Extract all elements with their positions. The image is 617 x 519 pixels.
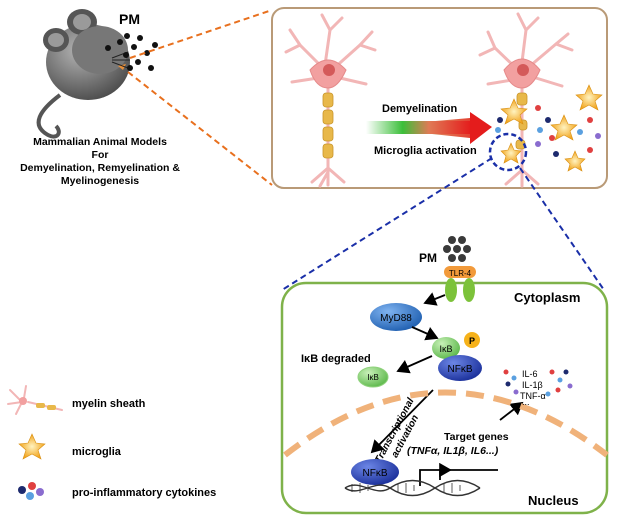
caption-line-4: Myelinogenesis xyxy=(61,175,139,187)
panel-microglia xyxy=(500,84,603,172)
pm-particles-mouse xyxy=(117,33,158,71)
nucleus-envelope xyxy=(283,389,609,458)
degraded-ikb-protein xyxy=(357,366,389,388)
phospho-label: P xyxy=(469,336,475,346)
demyelination-label: Demyelination xyxy=(382,103,457,115)
caption-line-1: Mammalian Animal Models xyxy=(33,136,167,148)
cell-pm-label: PM xyxy=(419,251,437,265)
nucleus-label: Nucleus xyxy=(528,493,579,508)
cytoplasm-label: Cytoplasm xyxy=(514,290,580,305)
legend-cytokines-icon xyxy=(18,482,44,500)
healthy-neuron xyxy=(284,13,377,188)
tlr4-receptor xyxy=(444,266,476,302)
cytokine-labels: IL-6 IL-1β TNF-α ... xyxy=(520,369,546,407)
target-genes-list: (TNFα, IL1β, IL6...) xyxy=(407,445,499,457)
mouse-pm-label: PM xyxy=(119,11,140,27)
dna-helix xyxy=(344,479,481,497)
microglia-activation-label: Microglia activation xyxy=(374,145,477,157)
pm-particles-cell xyxy=(443,236,471,262)
demyelination-arrow xyxy=(366,112,492,144)
nfkb-label: NFκB xyxy=(448,364,473,375)
ikb-degraded-label: IκB degraded xyxy=(301,353,371,365)
panel-cytokines xyxy=(495,105,601,157)
cytokine-dots xyxy=(503,369,573,397)
caption-line-3: Demyelination, Remyelination & xyxy=(20,162,180,174)
zoom-lines-mouse xyxy=(127,9,273,186)
damaged-neuron xyxy=(478,12,574,188)
nfkb-nucleus-label: NFκB xyxy=(363,468,388,479)
model-caption: Mammalian Animal Models For Demyelinatio… xyxy=(20,136,180,187)
legend-myelin-sheath-label: myelin sheath xyxy=(72,398,146,410)
degraded-ikb-label: IκB xyxy=(367,373,379,382)
target-genes-label: Target genes xyxy=(444,431,509,443)
zoom-lines-cell xyxy=(281,157,605,291)
myd88-label: MyD88 xyxy=(380,313,412,324)
nfkb-nucleus-protein xyxy=(351,459,399,485)
cytokine-il1b: IL-1β xyxy=(522,380,543,390)
zoom-circle xyxy=(488,132,528,172)
ikb-nfkb-complex xyxy=(432,332,482,381)
tlr4-label: TLR-4 xyxy=(449,269,472,278)
cytokine-more: ... xyxy=(522,397,530,407)
caption-line-2: For xyxy=(92,149,109,161)
legend-microglia-label: microglia xyxy=(72,446,122,458)
myd88-protein xyxy=(370,303,422,331)
legend-microglia-icon xyxy=(18,433,46,460)
cytokine-il6: IL-6 xyxy=(522,369,538,379)
cell-membrane xyxy=(280,281,609,515)
neuron-panel xyxy=(271,7,608,189)
cytokine-tnfa: TNF-α xyxy=(520,391,546,401)
mouse-illustration xyxy=(36,9,130,139)
ikb-label: IκB xyxy=(439,344,452,354)
legend-cytokines-label: pro-inflammatory cytokines xyxy=(72,487,216,499)
legend-myelin-sheath-icon xyxy=(7,385,63,415)
